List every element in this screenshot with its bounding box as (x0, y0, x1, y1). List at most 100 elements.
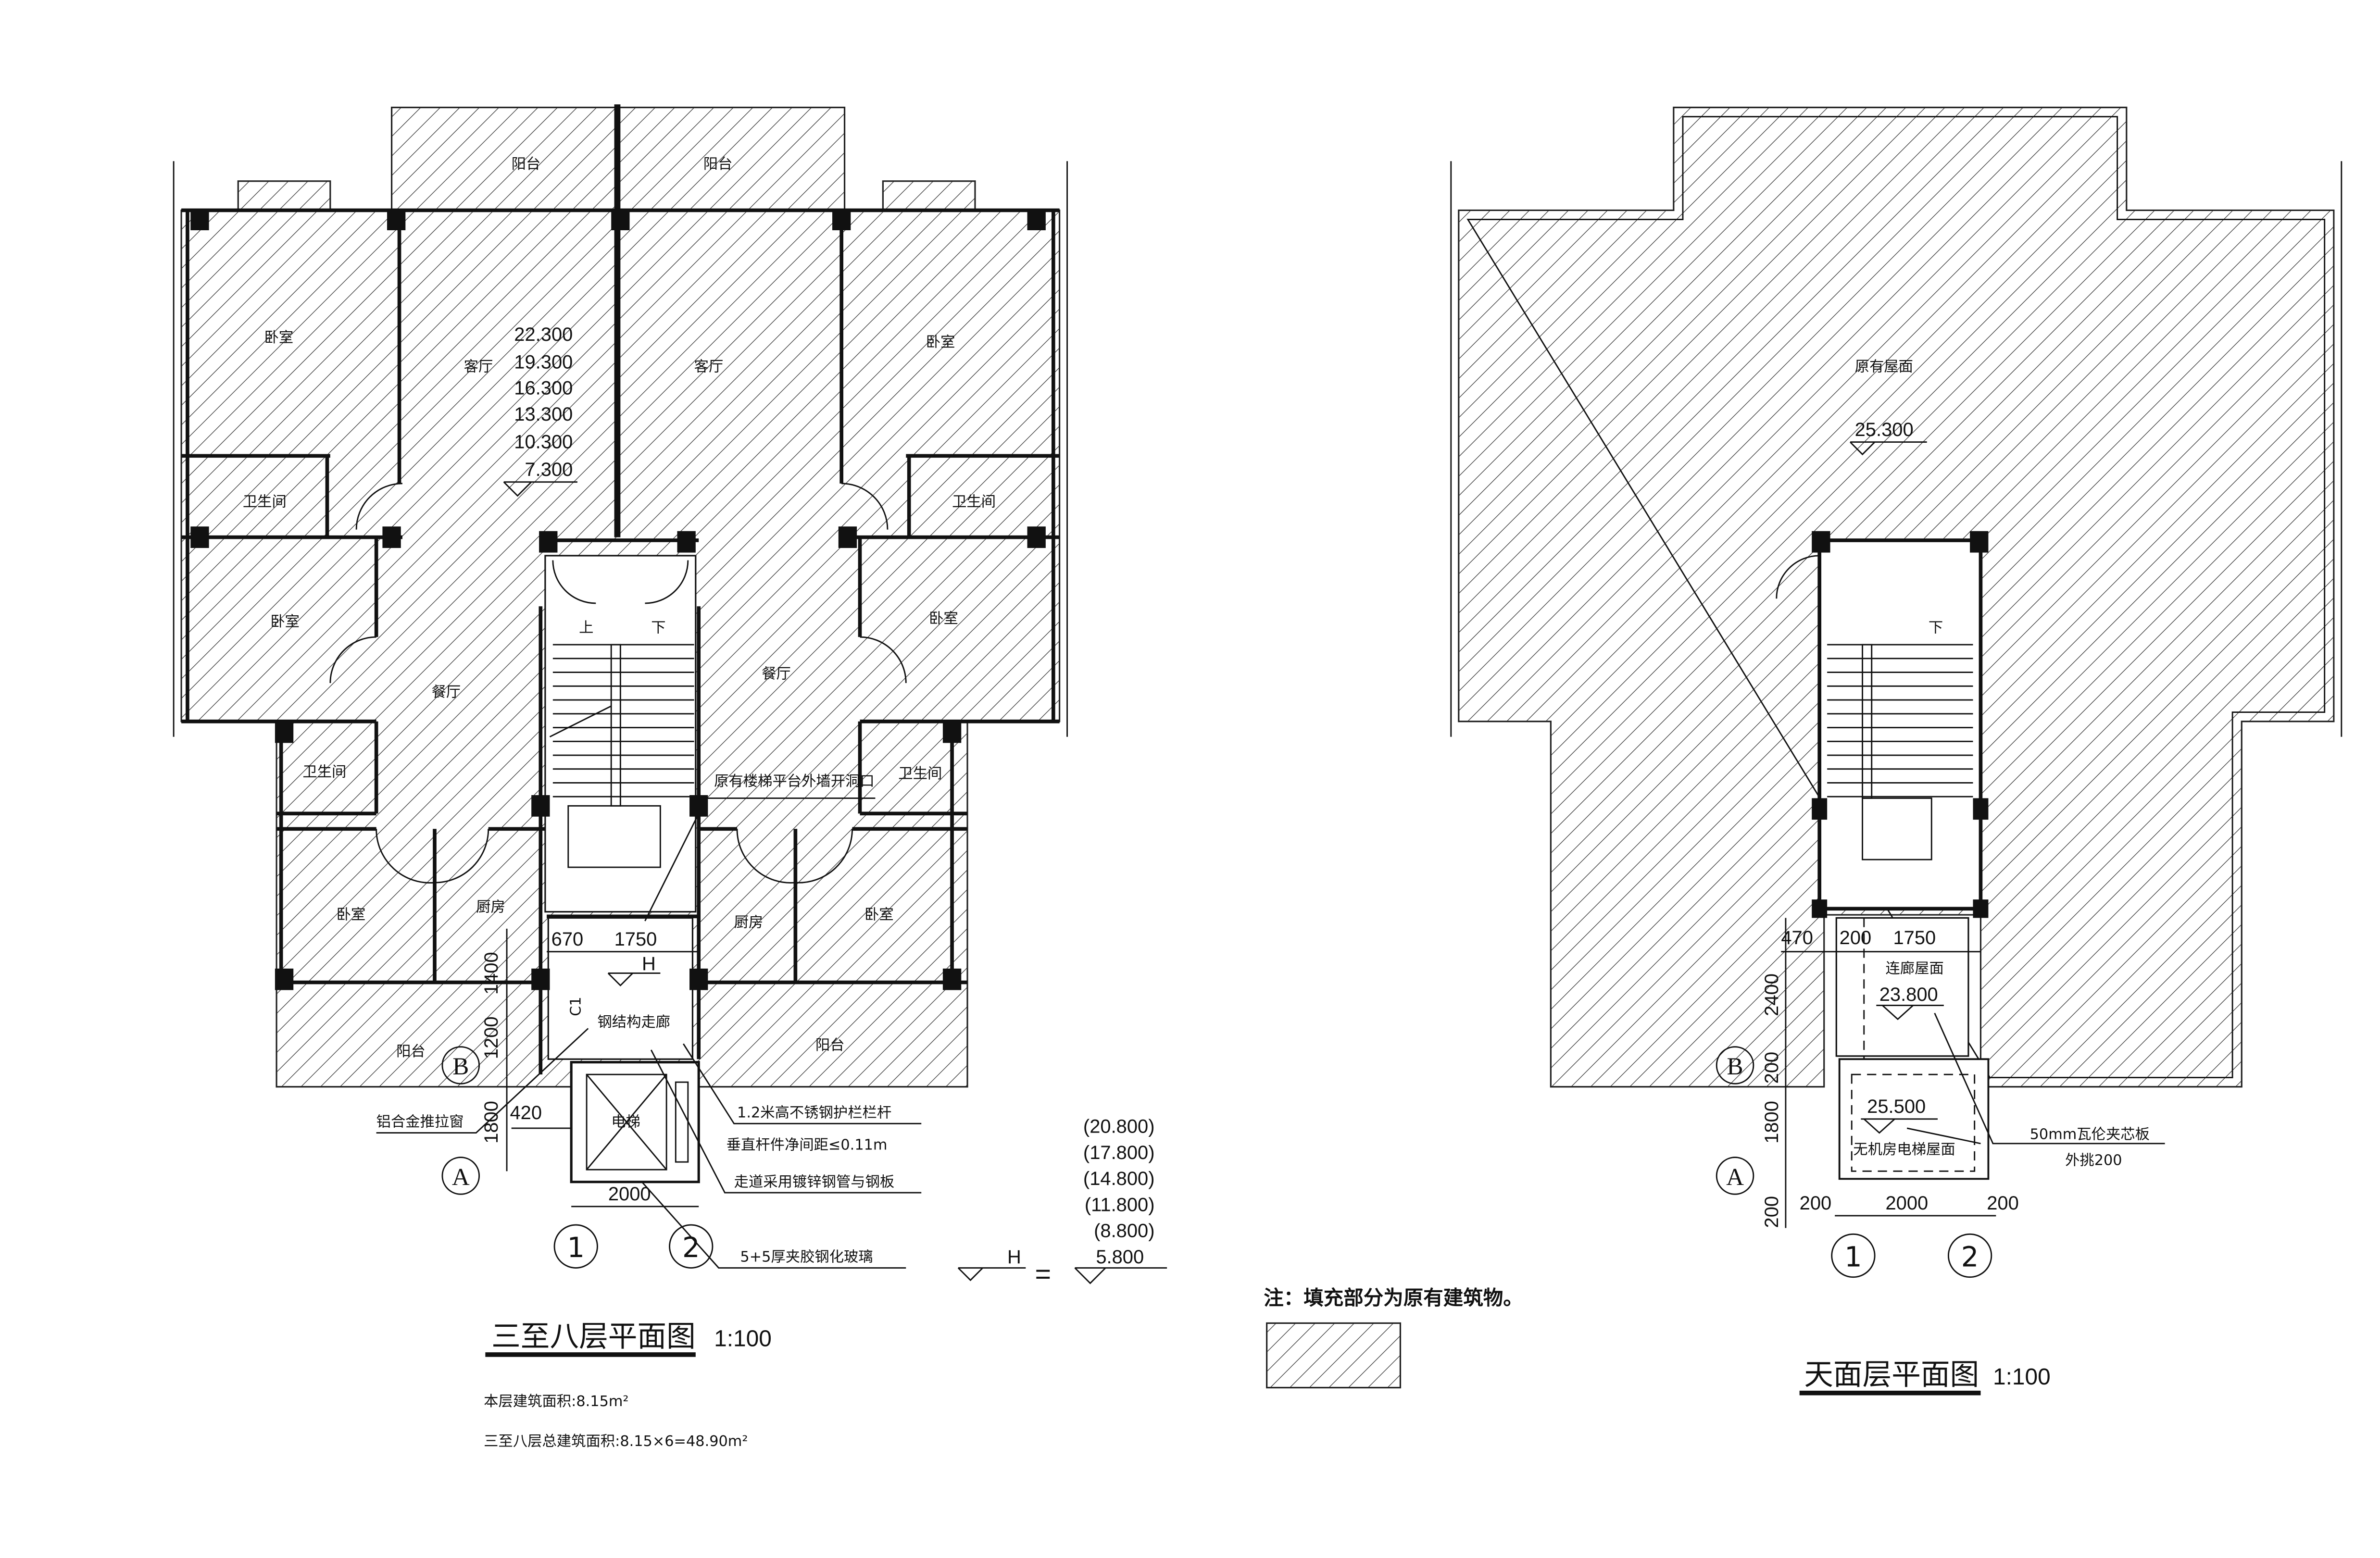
axis-bubble-2 (669, 1224, 714, 1269)
column (190, 526, 209, 548)
column (1027, 526, 1046, 548)
axis-label: A (1726, 1163, 1744, 1191)
room-label: 连廊屋面 (1885, 960, 1943, 977)
leader-line (376, 1028, 589, 1134)
window-tag: C1 (567, 997, 584, 1016)
stair-landing (567, 805, 661, 868)
note-overhang: 外挑200 (2065, 1152, 2122, 1169)
column (190, 209, 209, 230)
axis-label: B (1727, 1053, 1743, 1080)
leader-line (641, 1181, 906, 1269)
column (275, 721, 294, 743)
room-label: 阳台 (703, 156, 733, 173)
dimension-text: 1400 (481, 952, 502, 995)
column (1973, 798, 1989, 820)
room-label: 餐厅 (762, 665, 791, 682)
note-spacing: 垂直杆件净间距≤0.11m (727, 1137, 888, 1154)
note-railing: 1.2米高不锈钢护栏栏杆 (737, 1105, 891, 1122)
level-value: 5.800 (1096, 1246, 1144, 1268)
door-swing (1776, 555, 1820, 599)
column (838, 526, 857, 548)
axis-bubble-a (441, 1157, 480, 1195)
room-label: 卧室 (864, 907, 894, 923)
corridor-roof (1835, 917, 1969, 1057)
stair-down-label: 下 (1929, 620, 1943, 636)
room-label: 钢结构走廊 (597, 1014, 670, 1031)
axis-bubble-a (1716, 1157, 1754, 1195)
column (1812, 899, 1828, 918)
column (611, 209, 630, 230)
dimension-text: 1750 (1893, 927, 1936, 948)
level-value: (14.800) (1083, 1168, 1155, 1189)
room-label: 阳台 (512, 156, 541, 173)
hatch-legend: 注：填充部分为原有建筑物。 (1264, 1286, 1523, 1389)
level-h-label: H (1007, 1246, 1021, 1268)
room-label: 厨房 (476, 899, 505, 916)
dimension-text: 2000 (1885, 1193, 1928, 1214)
room-label: 厨房 (734, 914, 764, 931)
room-label: 无机房电梯屋面 (1853, 1141, 1955, 1158)
level-value: (17.800) (1083, 1142, 1155, 1163)
axis-label: 1 (1844, 1241, 1862, 1273)
stair-treads (1827, 644, 1973, 798)
level-value: 23.800 (1879, 984, 1938, 1005)
bay-window-left (237, 180, 331, 212)
note-walkway: 走道采用镀锌钢管与钢板 (734, 1173, 895, 1190)
level-marker-icon (607, 972, 661, 987)
dimension-text: 1750 (614, 929, 657, 950)
dimension-text: 420 (510, 1102, 542, 1123)
level-value: (20.800) (1083, 1116, 1155, 1137)
plan-title: 天面层平面图 (1804, 1358, 1979, 1392)
room-label: 原有屋面 (1855, 359, 1913, 375)
stair-treads (552, 644, 694, 798)
column (382, 526, 401, 548)
room-label: 卫生间 (302, 764, 346, 781)
elevator-car (586, 1073, 667, 1171)
level-value: 25.500 (1867, 1096, 1926, 1117)
note-panel: 50mm瓦伦夹芯板 (2030, 1126, 2150, 1143)
dimension-text: 200 (1987, 1193, 2019, 1214)
axis-label: 2 (1961, 1241, 1979, 1273)
room-label: 卧室 (337, 907, 366, 923)
room-label: 客厅 (694, 359, 724, 375)
room-label: 卧室 (926, 334, 955, 351)
door-swing (376, 829, 435, 884)
dimension-text: 670 (551, 929, 584, 950)
leader-line (683, 1043, 922, 1124)
bay-window-right (882, 180, 976, 212)
roof-parapet-inner (1466, 116, 2326, 1078)
column (539, 531, 558, 553)
stair-walls (1817, 538, 1983, 911)
axis-bubble-b (1716, 1046, 1754, 1084)
column (942, 968, 962, 990)
roof-plan: 原有屋面 25.300 下 连廊屋面 23.800 25.500 无机房电梯屋面… (1450, 106, 2342, 1396)
level-marker-icon (503, 481, 577, 497)
dimension-text: 200 (1761, 1196, 1782, 1228)
room-label: 阳台 (396, 1043, 426, 1060)
level-value: 22.300 (514, 324, 573, 345)
dimension-text: 1200 (481, 1016, 502, 1059)
axis-bubble-1 (553, 1224, 598, 1269)
stair-break-line (549, 705, 612, 737)
level-marker-icon (957, 1267, 1167, 1284)
column (1027, 209, 1046, 230)
room-label: 卫生间 (952, 494, 996, 511)
dimension-text: 200 (1840, 927, 1872, 948)
level-marker-icon (1861, 1118, 1938, 1134)
column (531, 968, 550, 990)
column (942, 721, 962, 743)
door-swing (736, 829, 796, 884)
level-h-label: H (642, 953, 656, 974)
axis-bubble-b (441, 1046, 480, 1084)
title-underline (1799, 1390, 1981, 1396)
steel-corridor (547, 917, 694, 1060)
room-label: 电梯 (611, 1114, 640, 1131)
column (1970, 531, 1989, 553)
legend-note-text: 注：填充部分为原有建筑物。 (1264, 1286, 1523, 1309)
room-label: 卧室 (264, 329, 294, 346)
plan-scale: 1:100 (714, 1326, 772, 1351)
level-value: 19.300 (514, 351, 573, 373)
floor-plan-3-to-8: 阳台 阳台 卧室 客厅 客厅 卧室 卫生间 卫生间 卧室 卧室 餐厅 餐厅 上 … (173, 104, 1167, 1450)
column (531, 795, 550, 817)
